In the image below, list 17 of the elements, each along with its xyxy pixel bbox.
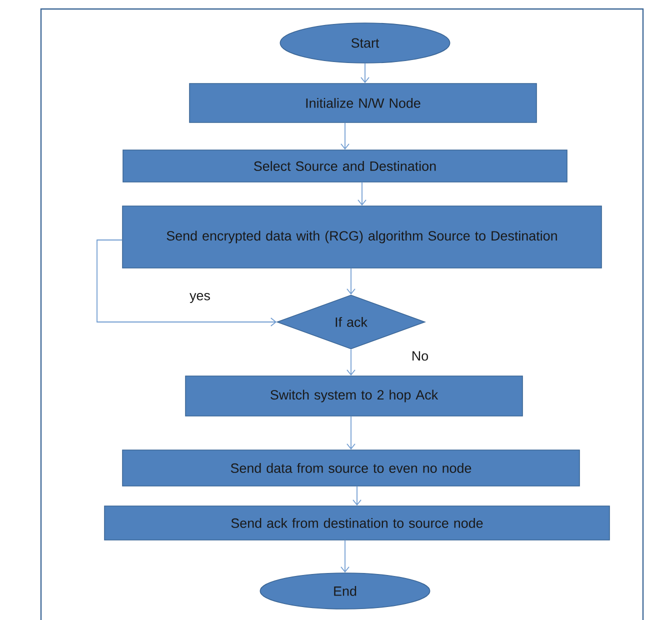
process-box: Initialize N/W Node (189, 83, 537, 123)
arrow (346, 268, 356, 295)
arrow (360, 62, 370, 84)
arrow (346, 348, 356, 376)
process-box: Send ack from destination to source node (104, 506, 610, 540)
arrow (340, 540, 350, 573)
arrow (358, 182, 366, 206)
process-box: Send data from source to even no node (122, 450, 580, 486)
process-box: Select Source and Destination (122, 150, 568, 182)
edge-label: yes (190, 292, 210, 304)
process-box: Send encrypted data with (RCG) algorithm Source to Destination (122, 206, 602, 268)
arrow (352, 486, 362, 506)
edge-label: No (412, 351, 428, 361)
arrow (96, 240, 277, 326)
process-box: Switch system to 2 hop Ack (185, 376, 523, 416)
arrow (346, 416, 356, 450)
arrow (340, 122, 350, 150)
